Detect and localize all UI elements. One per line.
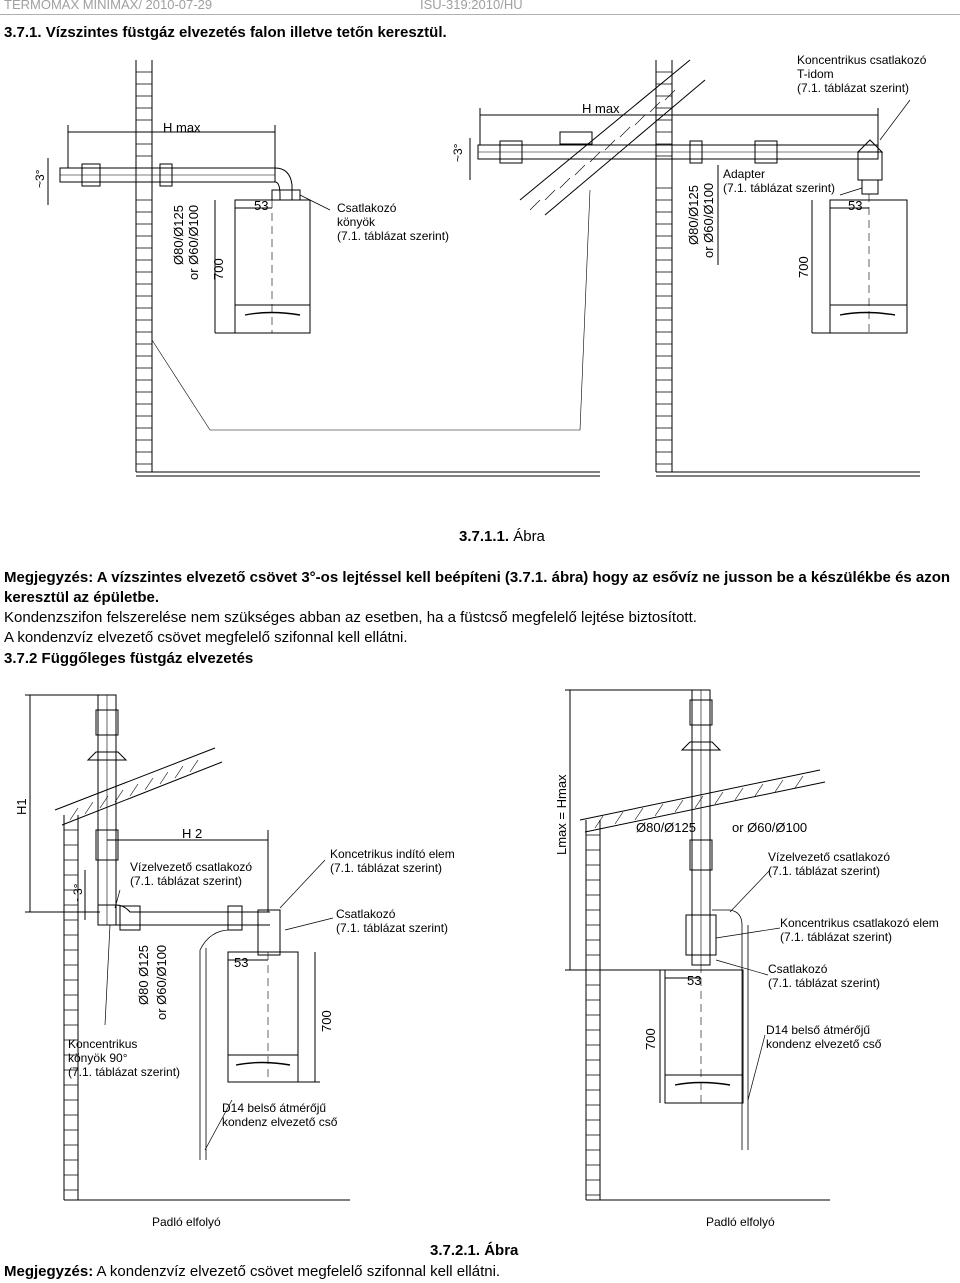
right-boiler-unit <box>664 965 744 1104</box>
left-start-label-1: Koncetrikus indító elem <box>330 847 455 861</box>
right-dim-53: 53 <box>687 973 701 988</box>
right-floor-drain-label: Padló elfolyó <box>706 1215 775 1229</box>
right-brick-wall <box>585 820 830 1201</box>
right-d14-label-1: D14 belső átmérőjű <box>766 1023 870 1037</box>
left-water-label-2: (7.1. táblázat szerint) <box>130 874 242 888</box>
left-d14-label-1: D14 belső átmérőjű <box>222 1101 326 1115</box>
right-elem-label-1: Koncentrikus csatlakozó elem <box>780 916 939 930</box>
left-sloping-roof <box>54 747 223 826</box>
note-siphon-required: A kondenzvíz elvezető csövet megfelelő s… <box>4 629 408 646</box>
left-dim-700: 700 <box>211 258 226 280</box>
left-pipe-size-1: Ø80/Ø125 <box>171 205 186 265</box>
right-pipe-size-2: or Ø60/Ø100 <box>701 183 716 258</box>
right-horizontal-pipe <box>477 131 884 195</box>
left-pipe-size-2: or Ø60/Ø100 <box>154 945 169 1020</box>
right-water-label-1: Vízelvezető csatlakozó <box>768 850 890 864</box>
right-conn-label-2: (7.1. táblázat szerint) <box>768 976 880 990</box>
header-document-code: ISU-319:2010/HU <box>420 0 523 12</box>
left-h1-label: H1 <box>14 798 29 815</box>
right-boiler-unit <box>829 194 908 334</box>
left-floor-drain-label: Padló elfolyó <box>152 1215 221 1229</box>
left-boiler-unit <box>227 951 299 1083</box>
right-d14-label-2: kondenz elvezető cső <box>766 1037 882 1051</box>
right-angle-label: ~3° <box>451 143 465 162</box>
right-hmax-label: H max <box>582 101 620 116</box>
left-elbow-label-3: (7.1. táblázat szerint) <box>337 229 449 243</box>
left-elbow-label-2: könyök 90° <box>68 1051 128 1065</box>
left-d14-label-2: kondenz elvezető cső <box>222 1115 338 1129</box>
right-brick-wall <box>655 60 920 477</box>
right-sloping-roof <box>519 59 706 216</box>
right-sloping-roof <box>579 769 826 833</box>
left-elbow-label-3: (7.1. táblázat szerint) <box>68 1065 180 1079</box>
right-conn-label-1: Csatlakozó <box>768 962 828 976</box>
left-elbow-label-1: Csatlakozó <box>337 201 397 215</box>
right-drain-pipe <box>712 909 749 1150</box>
right-adapter-label-1: Adapter <box>723 167 765 181</box>
right-adapter-label-2: (7.1. táblázat szerint) <box>723 181 835 195</box>
right-water-label-2: (7.1. táblázat szerint) <box>768 864 880 878</box>
section-title-horizontal: 3.7.1. Vízszintes füstgáz elvezetés falo… <box>4 24 447 41</box>
left-elbow-label-2: könyök <box>337 215 376 229</box>
left-brick-wall <box>135 60 600 477</box>
right-pipe-size-1: Ø80/Ø125 <box>686 185 701 245</box>
left-pipe-size-1: Ø80 Ø125 <box>136 945 151 1005</box>
left-h2-label: H 2 <box>182 826 202 841</box>
right-tee-label-3: (7.1. táblázat szerint) <box>797 81 909 95</box>
left-hmax-label: H max <box>163 120 201 135</box>
left-conn-label-1: Csatlakozó <box>336 907 396 921</box>
page-header: TERMOMAX MINIMAX/ 2010-07-29 ISU-319:201… <box>0 0 960 15</box>
right-dim-700: 700 <box>643 1028 658 1050</box>
footer-note-label: Megjegyzés: <box>4 1263 94 1280</box>
left-conn-label-2: (7.1. táblázat szerint) <box>336 921 448 935</box>
right-dim-700: 700 <box>796 256 811 278</box>
right-pipe-size-1: Ø80/Ø125 <box>636 820 696 835</box>
left-start-label-2: (7.1. táblázat szerint) <box>330 861 442 875</box>
figure1-caption: 3.7.1.1. Ábra <box>459 528 545 545</box>
right-vertical-pipe <box>680 689 722 966</box>
left-angle-label: ~3° <box>33 169 47 188</box>
note-siphon-optional: Kondenzszifon felszerelése nem szükséges… <box>4 609 697 626</box>
right-elem-label-2: (7.1. táblázat szerint) <box>780 930 892 944</box>
right-tee-label-1: Koncentrikus csatlakozó <box>797 53 927 67</box>
left-dim-700: 700 <box>319 1010 334 1032</box>
figure-horizontal-flue: H max ~3° 53 700 Ø80/Ø125 or Ø60/Ø100 Cs… <box>33 53 927 477</box>
section-title-vertical: 3.7.2 Függőleges füstgáz elvezetés <box>4 650 254 667</box>
header-document-name: TERMOMAX MINIMAX/ 2010-07-29 <box>4 0 213 12</box>
left-elbow-label-1: Koncentrikus <box>68 1037 137 1051</box>
left-boiler-unit <box>234 199 311 334</box>
footer-note: Megjegyzés: A kondenzvíz elvezető csövet… <box>4 1263 500 1280</box>
left-dim-53: 53 <box>254 198 268 213</box>
left-horizontal-pipe <box>59 163 301 201</box>
left-dim-53: 53 <box>234 955 248 970</box>
footer-note-text: A kondenzvíz elvezető csövet megfelelő s… <box>93 1263 501 1280</box>
right-dim-53: 53 <box>848 198 862 213</box>
notes-block: Megjegyzés: A vízszintes elvezető csövet… <box>4 568 954 648</box>
left-water-label-1: Vízelvezető csatlakozó <box>130 860 252 874</box>
note-slope: Megjegyzés: A vízszintes elvezető csövet… <box>4 569 951 606</box>
right-tee-label-2: T-idom <box>797 67 834 81</box>
left-drain-pipe <box>199 929 231 1160</box>
left-angle-label: ~3° <box>71 883 85 902</box>
left-horizontal-pipe <box>98 904 281 956</box>
right-pipe-size-2: or Ø60/Ø100 <box>732 820 807 835</box>
left-brick-wall <box>63 815 350 1201</box>
left-vertical-pipe <box>86 694 128 926</box>
left-pipe-size-2: or Ø60/Ø100 <box>186 205 201 280</box>
right-lmax-label: Lmax = Hmax <box>554 774 569 855</box>
figure2-caption: 3.7.2.1. Ábra <box>430 1242 519 1259</box>
figure-vertical-flue: H1 H 2 ~3° 53 700 Ø80 Ø125 or Ø60/Ø100 V… <box>14 689 939 1229</box>
